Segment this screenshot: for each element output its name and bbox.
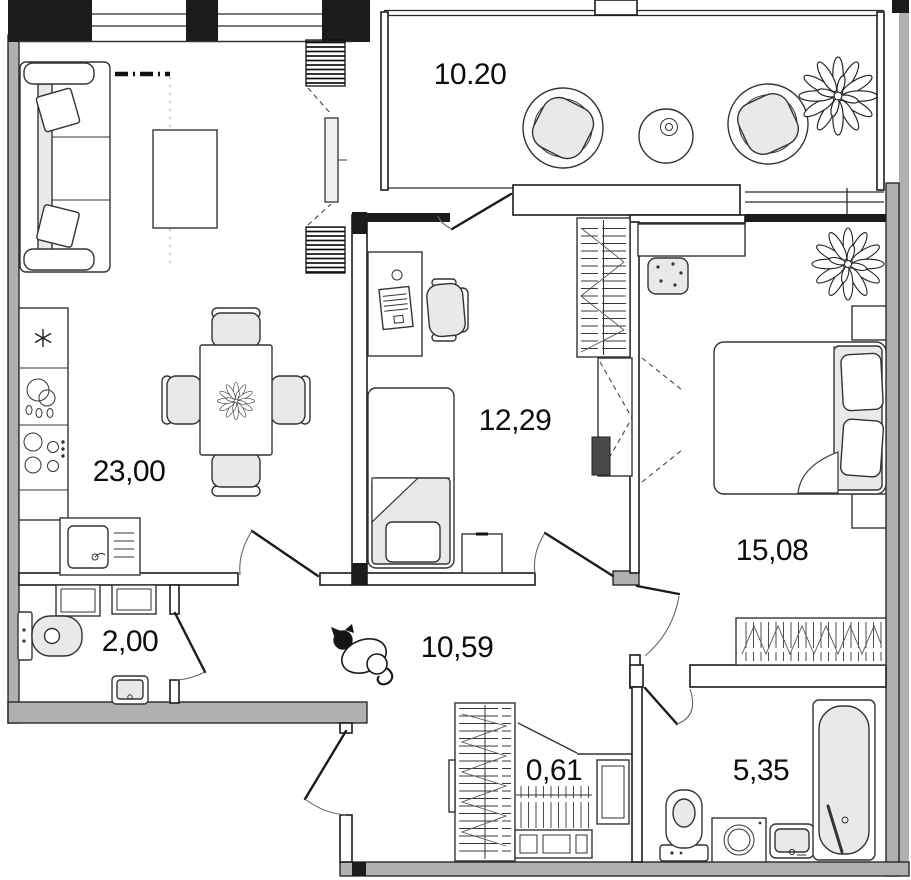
living-room-door bbox=[239, 529, 320, 578]
handle bbox=[448, 759, 456, 813]
room-office bbox=[367, 217, 683, 574]
dresser bbox=[637, 223, 746, 257]
coat-hooks bbox=[518, 786, 590, 828]
office-wardrobe bbox=[576, 217, 631, 358]
washing-machine bbox=[711, 817, 767, 863]
cat-tail bbox=[376, 664, 394, 686]
partition-walls bbox=[18, 212, 887, 863]
toilet bbox=[17, 611, 83, 661]
washing-machine bbox=[111, 584, 157, 615]
kitchen-sink bbox=[25, 378, 56, 418]
duct-shaft bbox=[591, 436, 611, 476]
pouf bbox=[647, 257, 689, 295]
label-closet: 0,61 bbox=[526, 754, 582, 787]
pillow bbox=[840, 352, 884, 412]
balcony-armchair bbox=[511, 76, 615, 180]
label-office: 12,29 bbox=[479, 404, 552, 437]
dining-chair bbox=[211, 312, 261, 348]
small-bathroom-door bbox=[173, 611, 207, 681]
outer-walls bbox=[7, 0, 910, 877]
shelf-unit bbox=[305, 226, 346, 274]
toilet bbox=[659, 789, 709, 862]
label-balcony: 10.20 bbox=[434, 58, 507, 91]
washing-machine bbox=[55, 584, 101, 617]
blanket-fold bbox=[797, 451, 839, 494]
hand-sink bbox=[111, 675, 149, 705]
balcony-door bbox=[437, 192, 513, 231]
pillow bbox=[35, 87, 81, 133]
doors bbox=[173, 192, 694, 816]
room-hallway bbox=[331, 624, 394, 686]
living-room-windows bbox=[92, 13, 322, 27]
cup-icon bbox=[391, 269, 403, 281]
balcony-side-table bbox=[638, 108, 694, 164]
room-closet bbox=[514, 759, 630, 859]
nightstand bbox=[851, 493, 887, 529]
laptop-icon bbox=[378, 285, 414, 331]
fridge-icon bbox=[34, 329, 52, 347]
room-labels: 10.20 23,00 12,29 15,08 2,00 10,59 0,61 … bbox=[93, 58, 809, 787]
room-living-kitchen bbox=[18, 39, 347, 576]
stove bbox=[23, 432, 65, 474]
label-living-kitchen: 23,00 bbox=[93, 455, 166, 488]
pillow bbox=[385, 521, 441, 563]
wardrobe-swing-dashes bbox=[599, 357, 683, 483]
bedroom-wardrobe bbox=[735, 617, 887, 666]
label-small-bathroom: 2,00 bbox=[102, 625, 158, 658]
room-balcony bbox=[511, 56, 878, 180]
balcony-railing bbox=[380, 0, 885, 216]
label-hallway: 10,59 bbox=[421, 631, 494, 664]
dining-set bbox=[161, 307, 311, 497]
faucet-icon bbox=[91, 553, 99, 561]
single-bed bbox=[367, 387, 455, 569]
double-bed bbox=[713, 341, 887, 495]
shelf-unit bbox=[305, 39, 346, 87]
nightstand bbox=[851, 305, 887, 341]
room-small-bathroom bbox=[17, 584, 157, 705]
bedroom-door bbox=[635, 584, 681, 657]
faucet-icon bbox=[826, 804, 844, 854]
cat-head bbox=[333, 630, 353, 650]
large-bathroom-door bbox=[643, 686, 694, 726]
office-chair bbox=[426, 278, 469, 342]
bathtub bbox=[812, 699, 876, 861]
tv-unit bbox=[305, 39, 347, 274]
dining-chair bbox=[166, 375, 202, 425]
room-large-bathroom bbox=[659, 699, 876, 863]
dining-chair bbox=[270, 375, 306, 425]
shoe-bench bbox=[514, 829, 593, 859]
sofa bbox=[19, 61, 111, 273]
tv-icon bbox=[324, 117, 339, 203]
pillow bbox=[839, 418, 885, 478]
plant-icon bbox=[811, 227, 885, 301]
coffee-table bbox=[152, 129, 218, 229]
office-door bbox=[533, 531, 615, 578]
sink-cabinet bbox=[59, 517, 141, 576]
hall-wardrobe bbox=[448, 702, 516, 862]
cat-figure bbox=[331, 624, 394, 686]
bathroom-sink bbox=[769, 823, 815, 859]
balcony-armchair bbox=[716, 72, 820, 176]
kitchen-counter bbox=[18, 307, 141, 576]
room-bedroom bbox=[637, 223, 887, 666]
wardrobe-door-panel bbox=[597, 357, 633, 477]
entrance-door bbox=[303, 729, 348, 816]
pillow bbox=[36, 204, 80, 248]
nightstand bbox=[461, 533, 503, 574]
label-large-bathroom: 5,35 bbox=[733, 754, 789, 787]
entry-lobby bbox=[448, 702, 516, 862]
label-bedroom: 15,08 bbox=[736, 534, 809, 567]
dining-chair bbox=[211, 452, 261, 488]
utility-cabinet bbox=[596, 759, 630, 825]
plant-icon bbox=[798, 56, 878, 136]
